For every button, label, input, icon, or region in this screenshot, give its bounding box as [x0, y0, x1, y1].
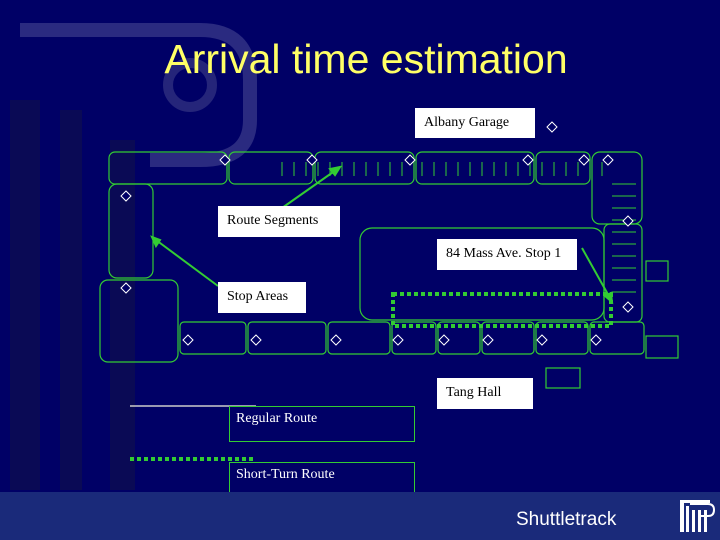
route-segment	[645, 335, 679, 359]
stop-areas-label: Stop Areas	[218, 282, 306, 313]
tang-hall-label: Tang Hall	[437, 378, 533, 409]
route-segment	[228, 151, 314, 185]
stop-marker	[482, 334, 494, 346]
route-segment	[481, 321, 535, 355]
route-segment	[327, 321, 391, 355]
footer-brand: Shuttletrack	[516, 509, 617, 530]
stop-marker	[219, 154, 231, 166]
route-segment	[391, 321, 437, 355]
mass-ave-stop-label: 84 Mass Ave. Stop 1	[437, 239, 577, 270]
route-segment	[108, 183, 154, 279]
route-segment	[545, 367, 581, 389]
route-segment	[99, 279, 179, 363]
short-turn-loop	[391, 292, 613, 328]
stop-marker	[438, 334, 450, 346]
stop-marker	[590, 334, 602, 346]
stop-marker	[578, 154, 590, 166]
stop-marker	[120, 190, 132, 202]
route-segment	[179, 321, 247, 355]
stop-marker	[182, 334, 194, 346]
route-segments-label: Route Segments	[218, 206, 340, 237]
route-segment	[359, 227, 605, 321]
stop-marker	[602, 154, 614, 166]
stop-marker	[392, 334, 404, 346]
route-segment	[415, 151, 535, 185]
stop-marker	[250, 334, 262, 346]
stop-marker	[120, 282, 132, 294]
stop-marker	[522, 154, 534, 166]
pointer-arrow	[155, 239, 219, 287]
footer-bar	[0, 492, 720, 540]
stop-marker	[404, 154, 416, 166]
pointer-arrow	[281, 169, 337, 209]
regular-route-legend: Regular Route	[229, 406, 415, 442]
stop-marker	[330, 334, 342, 346]
stop-marker	[306, 154, 318, 166]
route-segment	[535, 321, 589, 355]
stop-marker	[536, 334, 548, 346]
route-segment	[645, 260, 669, 282]
stop-marker	[622, 301, 634, 313]
route-segment	[589, 321, 645, 355]
stop-marker	[622, 215, 634, 227]
route-segment	[108, 151, 228, 185]
albany-garage-label: Albany Garage	[415, 108, 535, 138]
route-segment	[314, 151, 415, 185]
stop-marker	[546, 121, 558, 133]
route-segment	[591, 151, 643, 225]
route-segment	[247, 321, 327, 355]
page-title: Arrival time estimation	[164, 36, 568, 82]
pointer-arrow	[581, 247, 611, 299]
route-segment	[437, 321, 481, 355]
shuttletrack-logo-icon	[680, 500, 716, 532]
